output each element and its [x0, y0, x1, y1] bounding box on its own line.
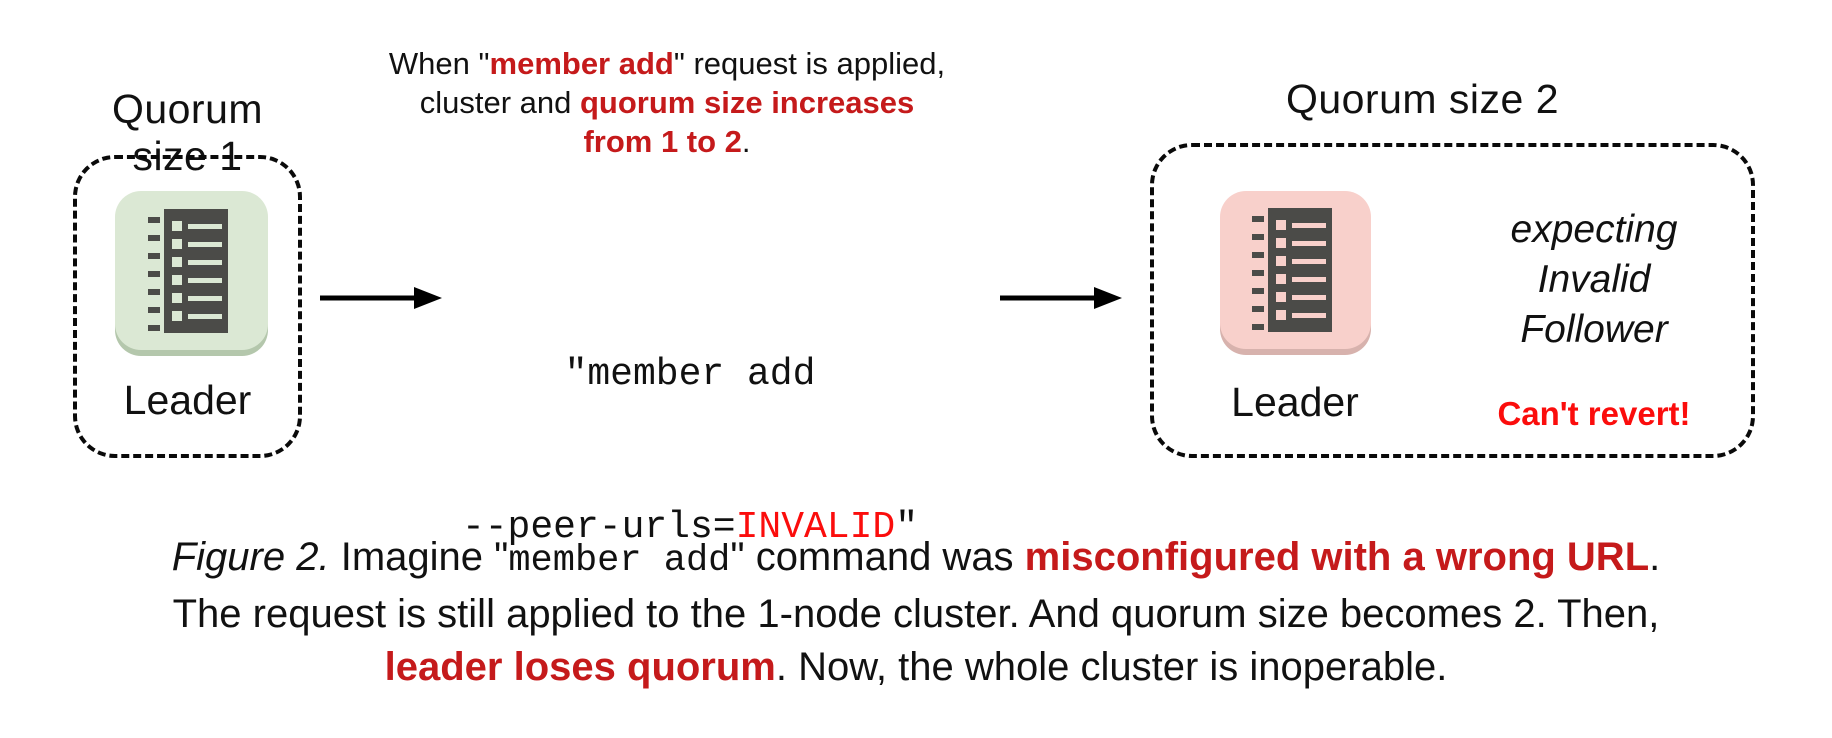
expecting-invalid-follower-text: expecting Invalid Follower [1510, 208, 1678, 351]
caption-line-1: Figure 2. Imagine "member add" command w… [171, 535, 1661, 582]
left-leader-label: Leader [123, 377, 252, 423]
annotation-line-3: from 1 to 2. [583, 124, 751, 159]
annotation-member-add: member add [489, 46, 674, 81]
leader-node-badge-green [115, 191, 268, 350]
annotation-line-2: cluster and quorum size increases [419, 85, 915, 120]
left-cluster-boundary: Leader [73, 155, 302, 458]
cant-revert-warning: Can't revert! [1497, 395, 1691, 432]
caption-leader-loses-quorum: leader loses quorum [384, 645, 776, 689]
arrow-left-to-command [320, 287, 442, 309]
right-leader-label: Leader [1231, 379, 1359, 425]
right-cluster-title: Quorum size 2 [1285, 76, 1560, 122]
right-cluster-boundary: Leader expecting Invalid Follower Can't … [1150, 143, 1755, 458]
caption-line-3: leader loses quorum. Now, the whole clus… [384, 645, 1448, 689]
annotation-quorum-increase: quorum size increases [580, 85, 915, 120]
member-add-command: "member add --peer-urls=INVALID" [430, 247, 950, 655]
figure-number: Figure 2. [171, 535, 330, 579]
invalid-url-value: INVALID [735, 506, 896, 549]
arrow-command-to-right [1000, 287, 1122, 309]
member-add-annotation: When "member add" request is applied, cl… [357, 44, 977, 161]
caption-misconfigured: misconfigured with a wrong URL [1024, 535, 1650, 579]
command-line-2: --peer-urls=INVALID" [461, 506, 919, 549]
annotation-line-1: When "member add" request is applied, [388, 46, 946, 81]
leader-node-badge-pink [1220, 191, 1371, 349]
figure-caption: Figure 2. Imagine "member add" command w… [66, 531, 1766, 694]
etcd-member-list-icon [1251, 208, 1332, 332]
caption-member-add-command: member add [508, 540, 731, 582]
caption-line-2: The request is still applied to the 1-no… [172, 592, 1660, 636]
etcd-member-list-icon [147, 208, 228, 333]
command-line-1: "member add [564, 353, 816, 396]
annotation-from-1-to-2: from 1 to 2 [583, 124, 742, 159]
